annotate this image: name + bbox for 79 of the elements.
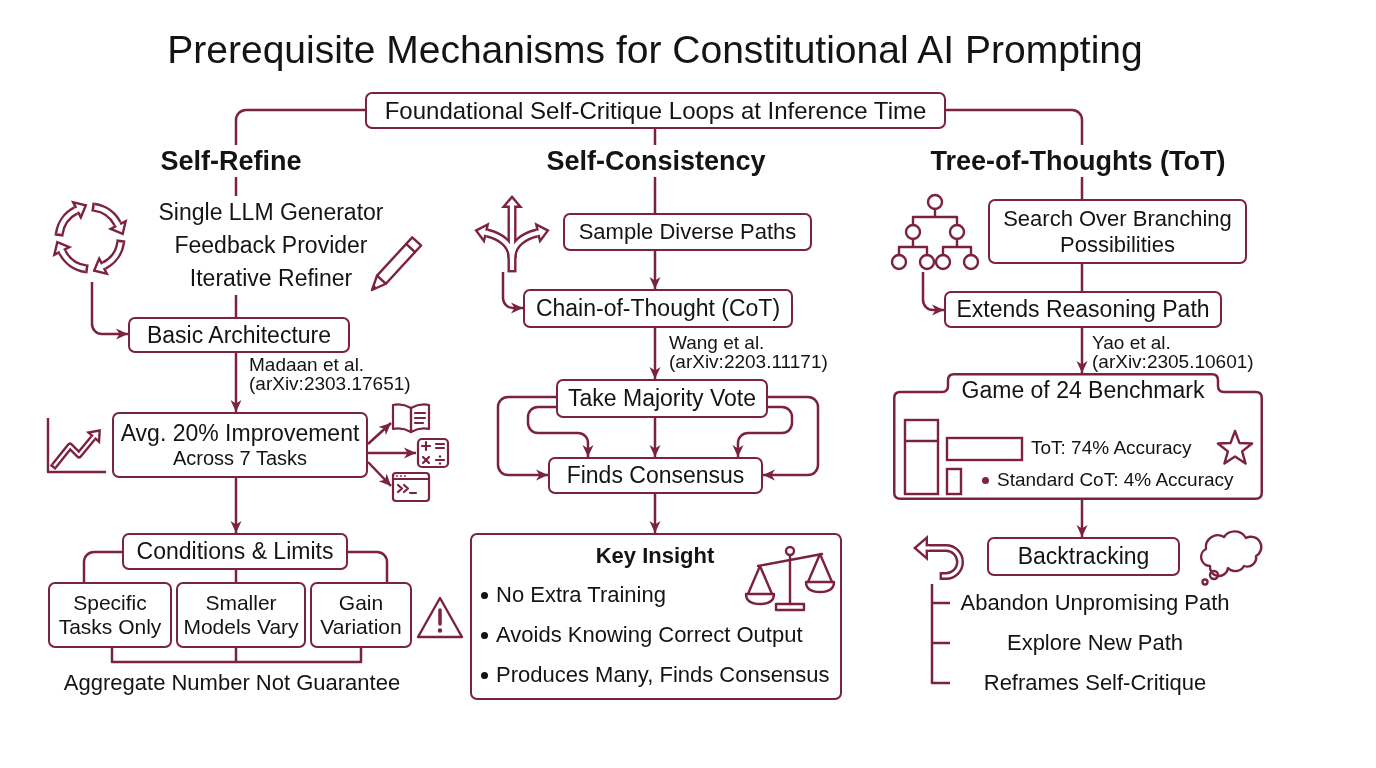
- arrow: [367, 461, 392, 487]
- step-text: Search Over Branching Possibilities: [1002, 206, 1233, 257]
- topic-text: Foundational Self-Critique Loops at Inference Time: [384, 96, 927, 125]
- step-text: Specific Tasks Only: [57, 590, 163, 640]
- book-icon: [391, 401, 431, 435]
- section-heading: Self-Refine: [160, 145, 302, 177]
- tree-icon: [890, 193, 980, 272]
- connector-line: [1080, 177, 1084, 199]
- connector-line: [234, 295, 238, 317]
- connector-line: [234, 108, 365, 145]
- result-detail: Across 7 Tasks: [172, 446, 308, 470]
- arrow: [496, 395, 556, 481]
- connector-line: [1080, 264, 1084, 291]
- process-box: [128, 317, 350, 353]
- section-heading: Tree-of-Thoughts (ToT): [930, 145, 1226, 177]
- step-text: Conditions & Limits: [136, 538, 334, 565]
- process-box: [48, 582, 172, 648]
- component-name: Single LLM Generator: [158, 198, 384, 227]
- list-item: Abandon Unpromising Path: [960, 590, 1230, 616]
- connector-line: [82, 550, 122, 582]
- arrow: [501, 272, 523, 314]
- arrow: [649, 251, 661, 289]
- connector-line: [946, 108, 1084, 145]
- process-box: [122, 533, 348, 570]
- topic-box: [365, 92, 946, 129]
- step-text: Backtracking: [1017, 543, 1150, 570]
- arrow: [526, 405, 594, 457]
- list-item: Reframes Self-Critique: [983, 670, 1207, 696]
- insight-heading: Key Insight: [595, 543, 715, 570]
- insight-point: Produces Many, Finds Consensus: [496, 662, 830, 689]
- insight-point: Avoids Knowing Correct Output: [496, 622, 803, 649]
- step-text: Extends Reasoning Path: [956, 296, 1210, 323]
- result-text: Standard CoT: 4% Accuracy: [997, 469, 1234, 492]
- arrow: [921, 272, 944, 316]
- arrow: [230, 353, 242, 412]
- insight-panel: [470, 533, 842, 700]
- result-text: ToT: 74% Accuracy: [1031, 437, 1192, 460]
- process-box: [112, 412, 368, 478]
- arrow: [763, 395, 820, 481]
- arrow: [1076, 500, 1088, 537]
- step-text: Chain-of-Thought (CoT): [535, 295, 781, 322]
- process-box: [944, 291, 1222, 328]
- insight-point: No Extra Training: [496, 582, 666, 609]
- diagram-title: Prerequisite Mechanisms for Constitutional AI Prompting: [167, 27, 1143, 73]
- step-text: Sample Diverse Paths: [578, 219, 797, 245]
- process-box: [310, 582, 412, 648]
- arrow: [368, 447, 416, 459]
- step-text: Take Majority Vote: [568, 385, 756, 412]
- arrow: [649, 328, 661, 379]
- step-text: Gain Variation: [319, 590, 403, 640]
- list-item: Explore New Path: [1006, 630, 1184, 656]
- arrow: [367, 422, 392, 445]
- process-box: [523, 289, 793, 328]
- process-box: [548, 457, 763, 494]
- step-text: Finds Consensus: [566, 462, 745, 489]
- step-text: Smaller Models Vary: [182, 590, 300, 640]
- note-text: Aggregate Number Not Guarantee: [63, 670, 401, 696]
- process-box: [176, 582, 306, 648]
- arrow: [90, 282, 128, 340]
- calculator-icon: [416, 437, 450, 469]
- process-box: [556, 379, 768, 418]
- section-heading: Self-Consistency: [546, 145, 766, 177]
- step-text: Basic Architecture: [146, 321, 332, 349]
- arrow: [1076, 328, 1088, 373]
- terminal-icon: [391, 471, 431, 503]
- component-name: Feedback Provider: [174, 231, 368, 260]
- connector-line: [348, 550, 389, 582]
- process-box: [563, 213, 812, 251]
- arrow: [732, 405, 794, 457]
- result-headline: Avg. 20% Improvement: [120, 420, 360, 447]
- arrow: [230, 478, 242, 533]
- process-box: [987, 537, 1180, 576]
- arrow: [649, 494, 661, 533]
- benchmark-title: Game of 24 Benchmark: [961, 377, 1205, 405]
- connector-line: [653, 177, 657, 213]
- connector-line: [234, 177, 238, 196]
- process-box: [988, 199, 1247, 264]
- component-name: Iterative Refiner: [189, 264, 353, 293]
- arrow: [649, 418, 661, 457]
